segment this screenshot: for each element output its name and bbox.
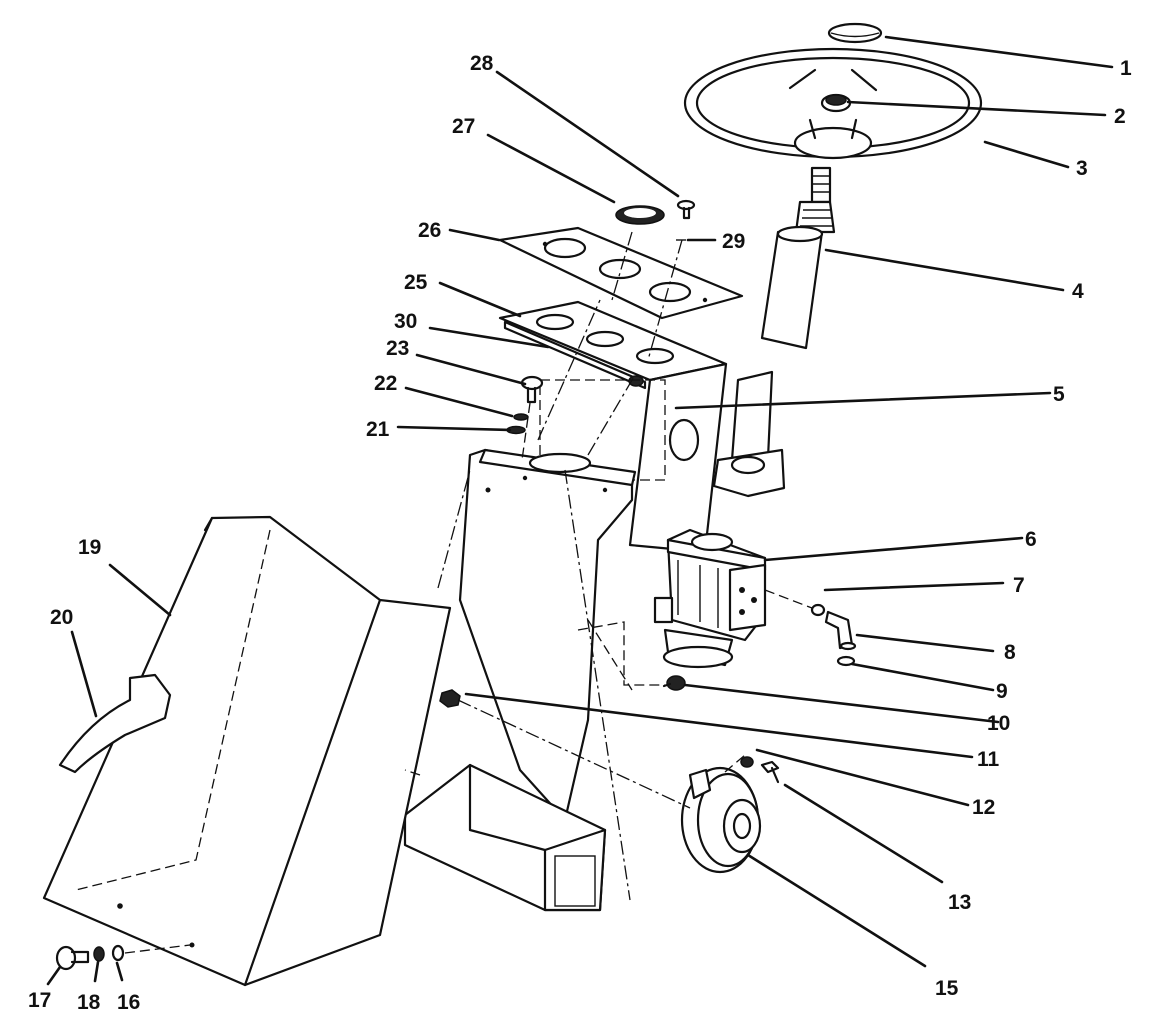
callout-27: 27 <box>452 115 475 138</box>
callout-15: 15 <box>935 977 959 1000</box>
steering-frame <box>437 299 637 901</box>
callout-10: 10 <box>987 712 1010 735</box>
pulley-hub <box>680 766 762 874</box>
callout-25: 25 <box>404 271 428 294</box>
o-ring-upper <box>810 603 826 617</box>
elbow-fitting <box>824 610 857 651</box>
callout-22: 22 <box>374 372 397 395</box>
callout-1: 1 <box>1120 57 1132 80</box>
callout-17: 17 <box>28 989 51 1012</box>
mounting-bolt <box>662 675 686 691</box>
cover-grip-handle <box>58 673 172 774</box>
callout-26: 26 <box>418 219 441 242</box>
callout-11: 11 <box>977 748 1000 771</box>
bearing-seal <box>615 205 665 225</box>
steering-wheel-cap <box>827 22 883 44</box>
callout-8: 8 <box>1004 641 1016 664</box>
column-support-tube <box>668 370 786 498</box>
steering-column-shaft <box>760 166 836 350</box>
callout-5: 5 <box>1053 383 1065 406</box>
mounting-screw-top <box>676 199 696 220</box>
pulley-bolt <box>760 760 780 784</box>
hex-nut <box>439 689 461 708</box>
steering-wheel <box>683 47 983 160</box>
lock-washer-22 <box>513 413 529 421</box>
steering-cover-shroud <box>42 515 452 987</box>
callout-12: 12 <box>972 796 995 819</box>
callout-30: 30 <box>394 310 417 333</box>
callout-21: 21 <box>366 418 390 441</box>
callout-13: 13 <box>948 891 971 914</box>
steering-control-valve <box>653 528 767 669</box>
callout-16: 16 <box>117 991 140 1014</box>
callout-2: 2 <box>1114 105 1126 128</box>
o-ring-lower <box>836 655 856 667</box>
callout-numbers: 1 2 3 4 5 6 7 8 9 10 11 12 13 15 16 17 1… <box>28 52 1132 1014</box>
callout-23: 23 <box>386 337 409 360</box>
callout-6: 6 <box>1025 528 1037 551</box>
hex-screw-23 <box>520 375 544 404</box>
callout-18: 18 <box>77 991 101 1014</box>
leader-lines <box>46 35 1114 986</box>
callout-3: 3 <box>1076 157 1088 180</box>
callout-7: 7 <box>1013 574 1025 597</box>
callout-28: 28 <box>470 52 494 75</box>
frame-rectangular-tube <box>403 763 607 912</box>
callout-29: 29 <box>722 230 745 253</box>
callout-20: 20 <box>50 606 73 629</box>
cover-lock-washer <box>93 946 105 962</box>
callout-4: 4 <box>1072 280 1084 303</box>
cover-flat-washer <box>111 944 125 962</box>
column-bracket <box>498 300 728 554</box>
cover-bolt <box>55 945 90 971</box>
callout-9: 9 <box>996 680 1008 703</box>
mounting-plate <box>498 226 744 320</box>
callout-19: 19 <box>78 536 101 559</box>
lock-washer <box>740 756 754 768</box>
